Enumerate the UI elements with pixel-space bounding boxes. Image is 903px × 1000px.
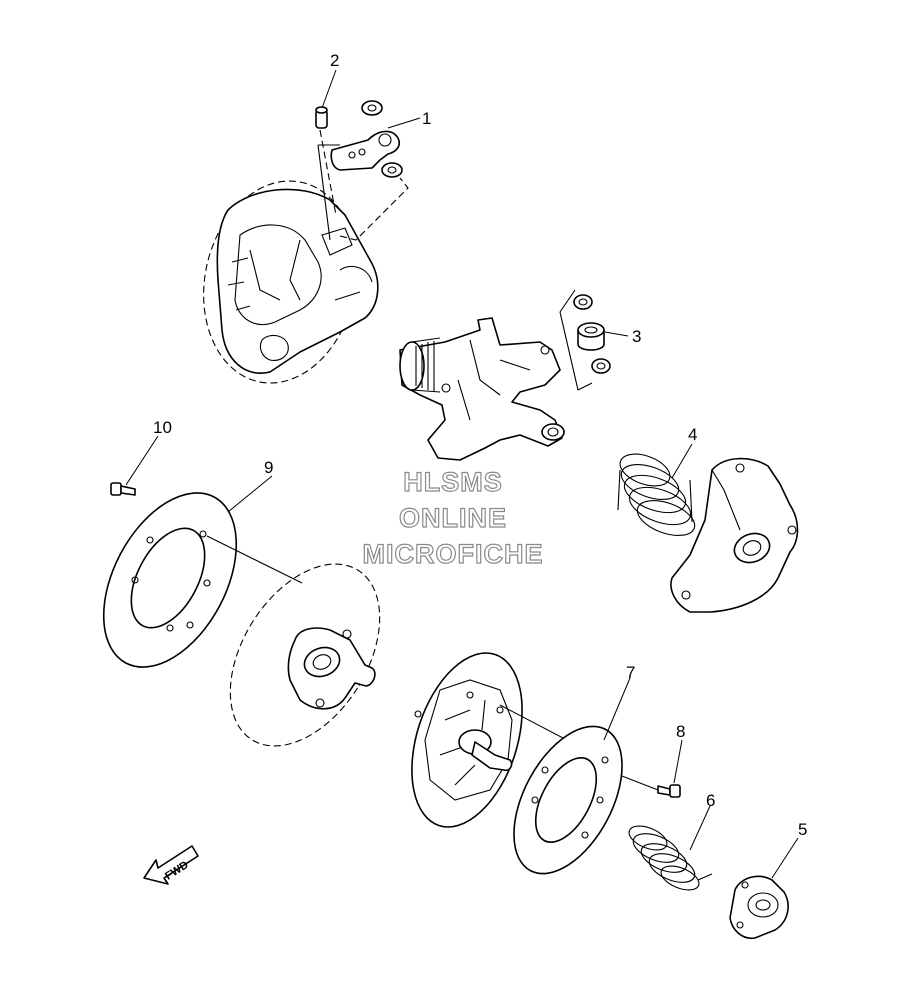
callout-4: 4 (688, 425, 697, 444)
upper-sheave-housing (203, 180, 379, 384)
callout-8: 8 (676, 722, 685, 741)
roller-lower (591, 358, 611, 374)
bracket-line-rollers (559, 289, 593, 391)
callout-1: 1 (422, 109, 431, 128)
watermark: HLSMS ONLINE MICROFICHE (362, 466, 544, 569)
callout-5: 5 (798, 820, 807, 839)
bracket-line-upper (317, 144, 340, 241)
spring-part-6 (628, 825, 713, 891)
bolt-part-10 (110, 482, 136, 496)
watermark-line-2: ONLINE (399, 503, 507, 533)
spring-seat-part-5 (729, 875, 789, 940)
spider-hub (399, 317, 565, 461)
assembly-line-liner (206, 535, 303, 584)
callout-6: 6 (706, 791, 715, 810)
roller-part-3 (577, 322, 605, 351)
fwd-direction-arrow: FWD (143, 845, 199, 885)
collar-upper (361, 100, 383, 116)
secondary-sheave (411, 652, 523, 828)
liner-plate-part-9 (102, 492, 238, 668)
callout-9: 9 (264, 458, 273, 477)
collar-lower (381, 162, 403, 178)
weight-arm-part-1 (330, 130, 401, 171)
callout-3: 3 (632, 327, 641, 346)
spring-cover-plate (670, 457, 799, 613)
pin-part-2 (315, 106, 328, 129)
assembly-line-bolt-8 (621, 775, 659, 791)
callout-2: 2 (330, 51, 339, 70)
bolt-part-8 (657, 784, 681, 798)
fixed-sheave-left (229, 563, 381, 747)
callout-10: 10 (153, 418, 172, 437)
liner-plate-part-7 (513, 725, 623, 875)
watermark-line-1: HLSMS (403, 467, 503, 497)
roller-upper (573, 294, 593, 310)
watermark-line-3: MICROFICHE (363, 539, 544, 569)
callout-leaders (125, 69, 799, 879)
spring-part-4 (617, 453, 696, 536)
assembly-line-upper (319, 129, 409, 241)
callout-7: 7 (626, 663, 635, 682)
